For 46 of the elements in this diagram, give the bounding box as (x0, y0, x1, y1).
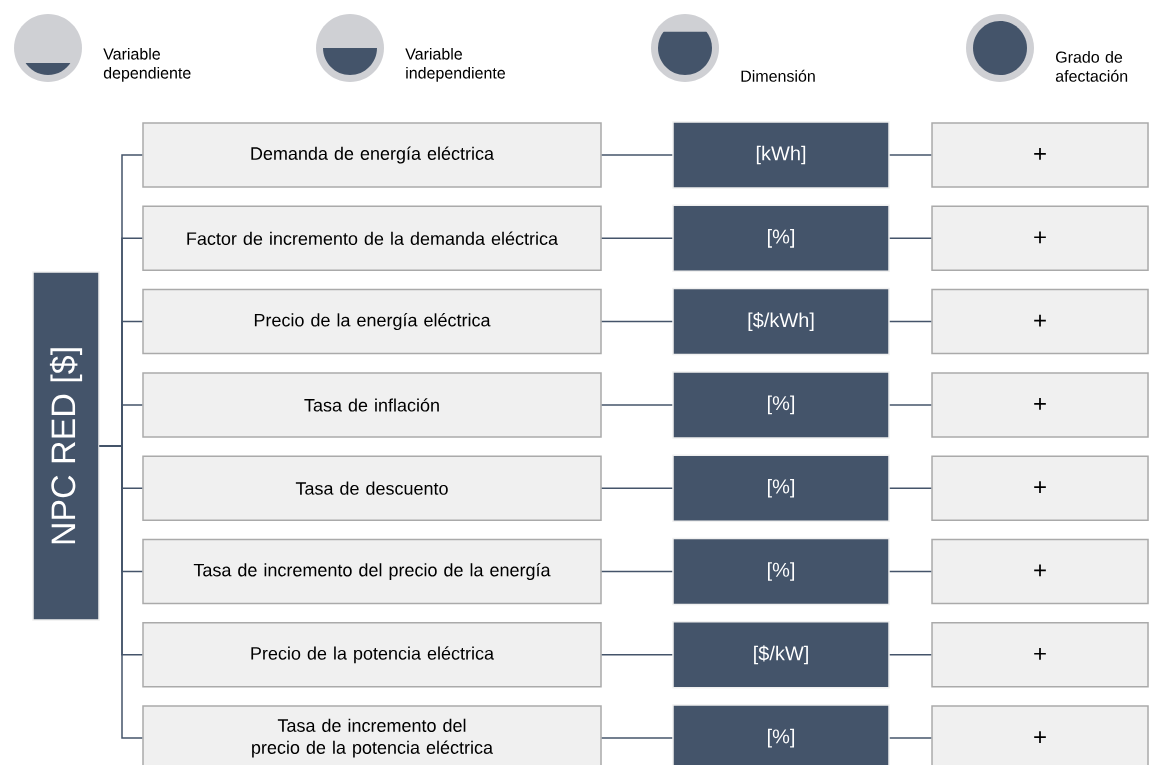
unit-box: [kWh] (672, 121, 890, 189)
variable-box: Precio de la energía eléctrica (142, 288, 602, 355)
unit-box: [%] (672, 704, 890, 765)
connector-line (601, 737, 673, 739)
variable-box: Demanda de energía eléctrica (142, 122, 602, 188)
connector-line (889, 404, 932, 406)
variable-box: Tasa de incremento del precio de la energía (142, 538, 602, 605)
connector-line (889, 237, 932, 240)
effect-box: + (931, 205, 1149, 272)
connector-line (601, 404, 673, 406)
connector-line (889, 154, 932, 156)
legend-text: Grado de afectación (1055, 51, 1128, 82)
connector-line (889, 570, 932, 573)
variable-box: Factor de incremento de la demanda eléctrica (142, 205, 602, 272)
connector-line (889, 320, 932, 323)
connector-line (601, 154, 673, 156)
effect-box: + (931, 288, 1149, 355)
effect-box: + (931, 705, 1149, 765)
connector-line (601, 570, 673, 573)
unit-box: [%] (672, 204, 890, 273)
legend-text: Dimensión (741, 69, 815, 82)
effect-box: + (931, 455, 1149, 521)
legend-text: Variable independiente (405, 47, 505, 82)
unit-box: [$/kWh] (672, 287, 890, 356)
unit-box: [%] (672, 371, 890, 439)
unit-box: [%] (672, 537, 890, 606)
variable-box: Tasa de descuento (142, 455, 602, 521)
variable-box: Precio de la potencia eléctrica (142, 622, 602, 688)
variable-box: Tasa de inflación (142, 372, 602, 438)
connector-line (601, 654, 673, 656)
legend-text: Variable dependiente (103, 47, 191, 82)
effect-box: + (931, 122, 1149, 188)
connector-line (889, 654, 932, 656)
connector-line (889, 487, 932, 489)
effect-box: + (931, 538, 1149, 605)
variable-box: Tasa de incremento del precio de la potencia eléctrica (142, 705, 602, 765)
connector-line (889, 737, 932, 739)
connector-line (601, 487, 673, 489)
connector-line (601, 320, 673, 323)
connector-line (601, 237, 673, 240)
unit-box: [%] (672, 454, 890, 522)
title-box: NPC RED [$] (32, 271, 100, 621)
tree-connector (99, 445, 143, 739)
unit-box: [$/kW] (672, 621, 890, 689)
effect-box: + (931, 622, 1149, 688)
effect-box: + (931, 372, 1149, 438)
